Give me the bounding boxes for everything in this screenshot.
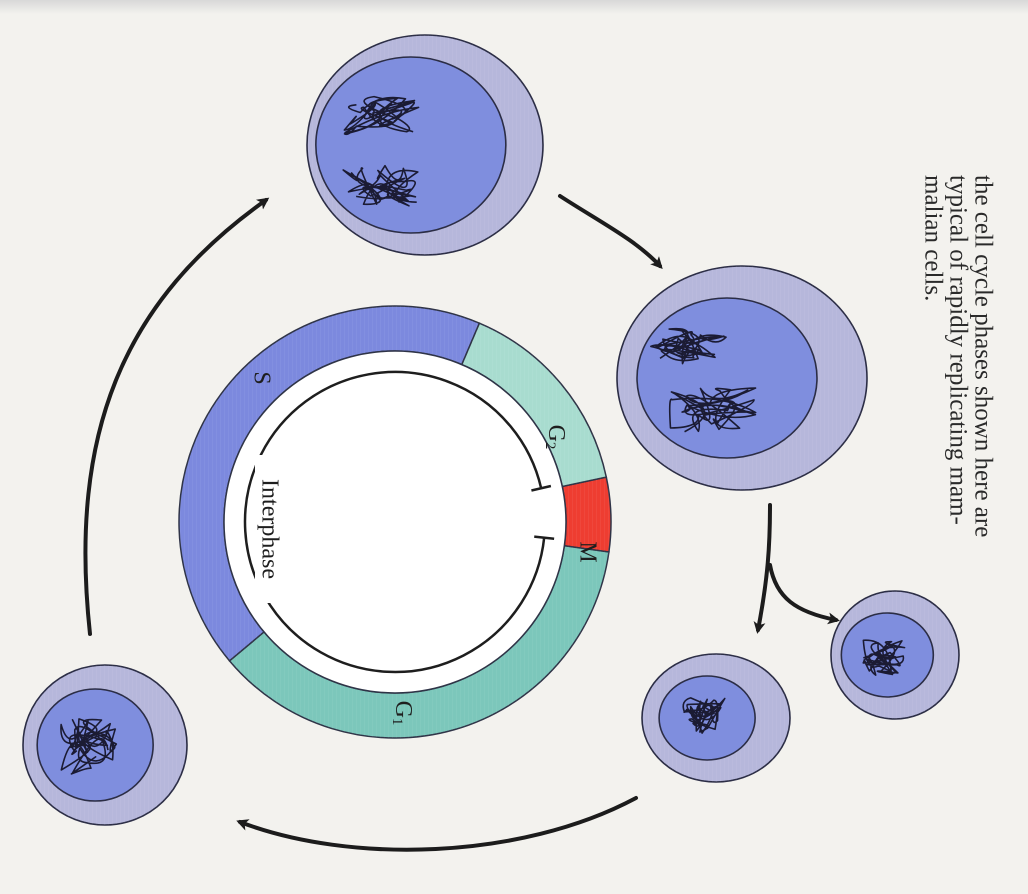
early-cell	[23, 665, 187, 825]
arrow-g2-to-mitosis	[560, 196, 660, 266]
phase-label-m: M	[574, 541, 600, 562]
cell-nucleus	[659, 676, 755, 760]
caption-line-1: the cell cycle phases shown here are	[971, 175, 996, 735]
interphase-label: Interphase	[256, 479, 282, 579]
figure-caption: the cell cycle phases shown here are typ…	[921, 175, 996, 735]
cell-nucleus	[316, 57, 506, 233]
arrow-daughter-to-early	[240, 798, 636, 850]
cell-nucleus	[37, 689, 153, 801]
arrow-to-daughter-2	[770, 565, 836, 620]
g2-cell	[307, 35, 543, 255]
cell-nucleus	[637, 298, 817, 458]
phase-label-s: S	[248, 371, 274, 384]
caption-line-2: typical of rapidly replicating mam-	[946, 175, 971, 735]
arrow-to-daughter-1	[758, 505, 770, 630]
daughter-cell-1	[642, 654, 790, 782]
mitotic-cell	[617, 266, 867, 490]
caption-line-3: malian cells.	[921, 175, 946, 735]
